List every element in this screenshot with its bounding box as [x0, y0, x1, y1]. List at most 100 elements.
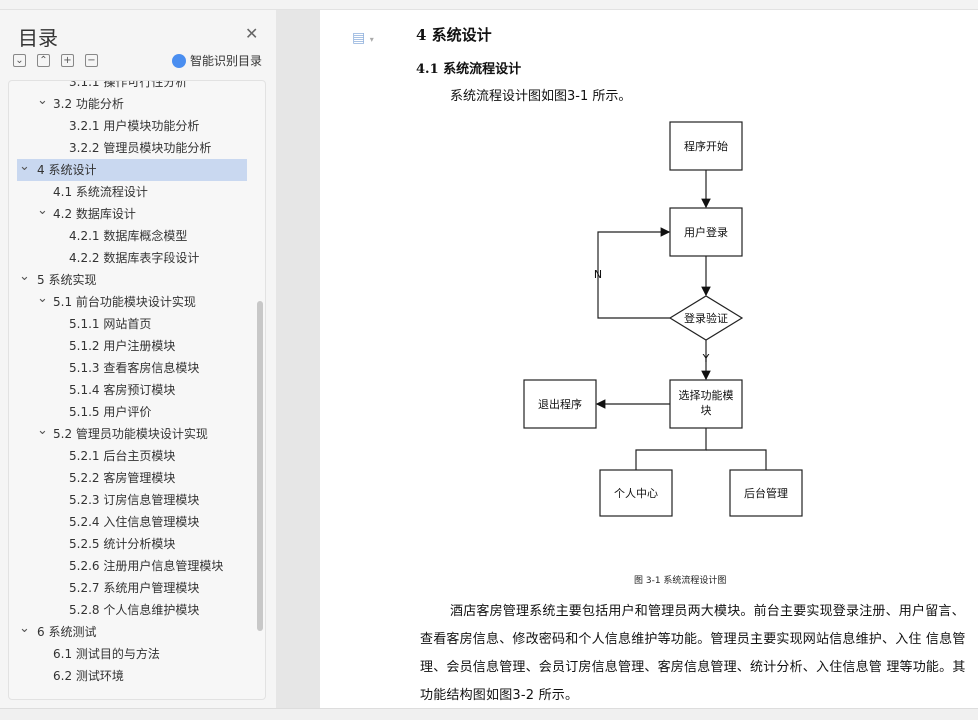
toc-item[interactable]: ⌄ 6 系统测试 [9, 621, 247, 643]
smart-toc-label: 智能识别目录 [190, 54, 263, 68]
toc-item[interactable]: 5.2.1 后台主页模块 [9, 445, 247, 467]
figure-caption: 图 3-1 系统流程设计图 [634, 576, 727, 586]
toc-item[interactable]: 5.2.5 统计分析模块 [9, 533, 247, 555]
chevron-down-icon[interactable]: ⌄ [19, 621, 30, 636]
toc-item[interactable]: 5.2.2 客房管理模块 [9, 467, 247, 489]
smart-toc-button[interactable]: 智能识别目录 [172, 52, 262, 69]
fc-verify: 登录验证 [684, 311, 728, 325]
toc-item[interactable]: 5.1.4 客房预订模块 [9, 379, 247, 401]
toc-item-label: 3.2.2 管理员模块功能分析 [69, 141, 212, 155]
toc-item[interactable]: 5.2.6 注册用户信息管理模块 [9, 555, 247, 577]
heading-2: 4.1 系统流程设计 [416, 62, 522, 77]
top-toolbar [0, 0, 978, 10]
toc-item-label: 5.1.2 用户注册模块 [69, 339, 176, 353]
toc-item[interactable]: ⌄ 3.2 功能分析 [9, 93, 247, 115]
chevron-down-icon[interactable]: ⌄ [37, 423, 48, 438]
page-gutter [276, 10, 320, 708]
fc-login: 用户登录 [684, 225, 728, 239]
toc-item[interactable]: 6.1 测试目的与方法 [9, 643, 247, 665]
close-icon[interactable]: ✕ [245, 24, 259, 43]
toc-item-label: 4.2.1 数据库概念模型 [69, 229, 188, 243]
chevron-down-icon[interactable]: ⌄ [37, 291, 48, 306]
toc-item-label: 5.2.7 系统用户管理模块 [69, 581, 200, 595]
toc-item-label: 5.2 管理员功能模块设计实现 [53, 427, 208, 441]
chevron-down-icon[interactable]: ⌄ [37, 203, 48, 218]
toc-list: 3.1.1 操作可行性分析 ⌄ 3.2 功能分析 3.2.1 用户模块功能分析 3.2.… [8, 80, 266, 700]
add-icon[interactable]: + [61, 54, 74, 67]
fc-no: N [594, 268, 602, 281]
flowchart: 程序开始 用户登录 登录验证 N Y 选择功能模 块 退出程序 个人中心 后台管… [523, 121, 803, 517]
toc-item[interactable]: 6.2 测试环境 [9, 665, 247, 687]
toc-item-label: 3.1.1 操作可行性分析 [69, 80, 188, 89]
fc-personal: 个人中心 [614, 487, 658, 500]
fc-yes: Y [702, 352, 710, 365]
toc-item[interactable]: 5.2.4 入住信息管理模块 [9, 511, 247, 533]
start-box [669, 121, 743, 171]
toc-item-label: 4.2.2 数据库表字段设计 [69, 251, 200, 265]
toc-scrollbar[interactable] [257, 301, 263, 631]
verify-diamond [668, 295, 744, 341]
toc-item[interactable]: ⌄ 4 系统设计 [17, 159, 247, 181]
toc-item[interactable]: 3.1.1 操作可行性分析 [9, 80, 247, 93]
exit-box [523, 379, 597, 429]
chevron-down-icon[interactable]: ⌄ [37, 93, 48, 108]
toc-item-label: 6 系统测试 [37, 625, 97, 639]
fc-select-1: 选择功能模 [679, 388, 734, 402]
toc-item-label: 4.2 数据库设计 [53, 207, 136, 221]
heading-1: 4 系统设计 [416, 26, 492, 44]
toc-item-label: 5.2.6 注册用户信息管理模块 [69, 559, 224, 573]
toc-item-label: 3.2 功能分析 [53, 97, 124, 111]
chevron-down-icon[interactable]: ⌄ [19, 269, 30, 284]
fc-exit: 退出程序 [538, 397, 582, 411]
toc-item[interactable]: ⌄ 5 系统实现 [9, 269, 247, 291]
toc-item-label: 5.1.5 用户评价 [69, 405, 152, 419]
toc-item[interactable]: 5.2.3 订房信息管理模块 [9, 489, 247, 511]
fc-select-2: 块 [701, 404, 712, 417]
toc-item-label: 5.2.3 订房信息管理模块 [69, 493, 200, 507]
toc-item-label: 3.2.1 用户模块功能分析 [69, 119, 200, 133]
toc-item[interactable]: 5.2.8 个人信息维护模块 [9, 599, 247, 621]
toc-item[interactable]: ⌄ 4.2 数据库设计 [9, 203, 247, 225]
toc-title: 目录 [18, 26, 58, 50]
collapse-all-icon[interactable]: ⌃ [37, 54, 50, 67]
toc-item-label: 5.1 前台功能模块设计实现 [53, 295, 196, 309]
toc-item[interactable]: 5.2.7 系统用户管理模块 [9, 577, 247, 599]
toc-item-label: 4.1 系统流程设计 [53, 185, 148, 199]
document-page: ▤ ▾ 4 系统设计 4.1 系统流程设计 系统流程设计图如图3-1 所示。 程… [320, 10, 978, 708]
chevron-down-icon[interactable]: ⌄ [19, 159, 30, 174]
document-icon[interactable]: ▤ ▾ [352, 30, 374, 46]
remove-icon[interactable]: − [85, 54, 98, 67]
toc-item[interactable]: ⌄ 5.1 前台功能模块设计实现 [9, 291, 247, 313]
toc-item[interactable]: 5.1.1 网站首页 [9, 313, 247, 335]
toc-item-label: 5.2.2 客房管理模块 [69, 471, 176, 485]
toc-item[interactable]: 4.1 系统流程设计 [9, 181, 247, 203]
fc-start: 程序开始 [684, 139, 728, 153]
toc-item[interactable]: 5.1.3 查看客房信息模块 [9, 357, 247, 379]
body-paragraph: 酒店客房管理系统主要包括用户和管理员两大模块。前台主要实现登录注册、用户留言、 … [420, 604, 966, 703]
toc-item[interactable]: 4.2.1 数据库概念模型 [9, 225, 247, 247]
toc-item[interactable]: ⌄ 5.2 管理员功能模块设计实现 [9, 423, 247, 445]
toc-item-label: 5.2.4 入住信息管理模块 [69, 515, 200, 529]
smart-toc-icon [172, 53, 186, 68]
toc-item-label: 5.1.1 网站首页 [69, 317, 152, 331]
toc-item-label: 5.2.8 个人信息维护模块 [69, 603, 200, 617]
toc-item-label: 5.1.3 查看客房信息模块 [69, 361, 200, 375]
toc-item[interactable]: 5.1.2 用户注册模块 [9, 335, 247, 357]
intro-text: 系统流程设计图如图3-1 所示。 [450, 89, 632, 104]
toc-item-label: 5.2.5 统计分析模块 [69, 537, 176, 551]
status-bar [0, 708, 978, 720]
toc-item[interactable]: 3.2.1 用户模块功能分析 [9, 115, 247, 137]
toc-item-label: 5.2.1 后台主页模块 [69, 449, 176, 463]
toc-item[interactable]: 5.1.5 用户评价 [9, 401, 247, 423]
toc-item-label: 5 系统实现 [37, 273, 97, 287]
toc-item-label: 6.2 测试环境 [53, 669, 124, 683]
toc-item[interactable]: 4.2.2 数据库表字段设计 [9, 247, 247, 269]
expand-all-icon[interactable]: ⌄ [13, 54, 26, 67]
toc-item-label: 5.1.4 客房预订模块 [69, 383, 176, 397]
fc-admin: 后台管理 [744, 486, 788, 500]
toc-item[interactable]: 3.2.2 管理员模块功能分析 [9, 137, 247, 159]
toc-item-label: 4 系统设计 [37, 163, 97, 177]
select-box [669, 379, 743, 429]
toc-panel: 目录 ✕ ⌄ ⌃ + − 智能识别目录 3.1.1 操作可行性分析 ⌄ 3.2 功能… [0, 10, 276, 708]
toc-item-label: 6.1 测试目的与方法 [53, 647, 160, 661]
